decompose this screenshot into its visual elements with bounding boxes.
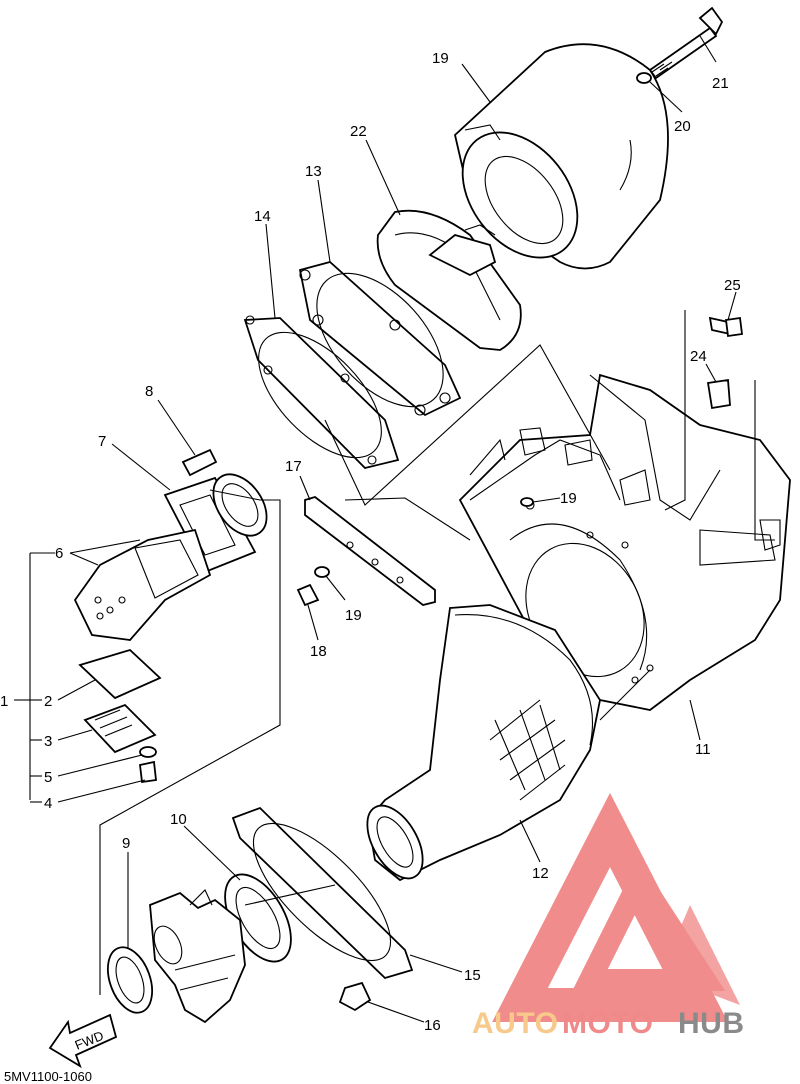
callout-14: 14 xyxy=(254,208,271,225)
callout-19-upper: 19 xyxy=(560,490,577,507)
callout-10: 10 xyxy=(170,811,187,828)
callout-18: 18 xyxy=(310,643,327,660)
callout-7: 7 xyxy=(98,433,106,450)
callout-19-lower: 19 xyxy=(345,607,362,624)
callout-11: 11 xyxy=(695,741,711,758)
fwd-arrow: FWD xyxy=(48,1013,118,1069)
callout-3: 3 xyxy=(44,733,52,750)
watermark-logo xyxy=(492,792,740,1022)
filter-cage xyxy=(376,209,522,351)
plate-washer xyxy=(314,566,330,578)
callout-8: 8 xyxy=(145,383,153,400)
reed-block xyxy=(73,528,212,641)
callout-16: 16 xyxy=(424,1017,441,1034)
leader-lines xyxy=(14,35,775,1023)
airbox-washer xyxy=(520,497,534,507)
callout-17: 17 xyxy=(285,458,302,475)
watermark-auto: AUTO xyxy=(472,1007,558,1040)
diagram-code: 5MV1100-1060 xyxy=(4,1069,92,1084)
callout-22: 21 xyxy=(712,75,729,92)
intake-plate xyxy=(304,496,436,606)
callout-labels: 19 21 20 22 13 14 25 24 8 7 17 19 6 19 1… xyxy=(0,50,741,1034)
callout-5: 5 xyxy=(44,769,52,786)
reed-washer xyxy=(139,746,157,758)
reed-stopper xyxy=(78,648,162,700)
callout-4: 4 xyxy=(44,795,52,812)
callout-20: 19 xyxy=(432,50,449,67)
filter-frame xyxy=(298,261,462,417)
callout-15: 15 xyxy=(464,967,481,984)
reed-screw xyxy=(139,760,157,784)
callout-23: 22 xyxy=(350,123,367,140)
callout-25: 25 xyxy=(724,277,741,294)
callout-13: 13 xyxy=(305,163,322,180)
callout-21: 20 xyxy=(674,118,691,135)
airbox-clip xyxy=(706,378,731,410)
filter-washer xyxy=(636,72,652,84)
callout-24: 24 xyxy=(690,348,707,365)
watermark-hub: HUB xyxy=(678,1007,745,1040)
filter-gasket xyxy=(243,315,400,469)
intake-boot xyxy=(366,604,601,882)
manifold-bolt xyxy=(181,448,218,477)
airbox-bolt xyxy=(708,316,744,338)
reed-petal xyxy=(83,703,157,754)
filter-bolt xyxy=(648,6,724,80)
callout-12: 12 xyxy=(532,865,549,882)
intake-manifold xyxy=(163,473,268,574)
watermark-moto: MOTO xyxy=(562,1007,653,1040)
callout-6: 6 xyxy=(55,545,63,562)
air-filter-element xyxy=(454,43,669,270)
plate-screw xyxy=(296,583,320,607)
callout-1: 1 xyxy=(0,693,8,710)
carb-band xyxy=(106,946,154,1014)
intake-gasket xyxy=(231,806,414,980)
callout-2: 2 xyxy=(44,693,52,710)
carburetor xyxy=(149,889,246,1024)
callout-9: 9 xyxy=(122,835,130,852)
gasket-nut xyxy=(338,981,372,1012)
